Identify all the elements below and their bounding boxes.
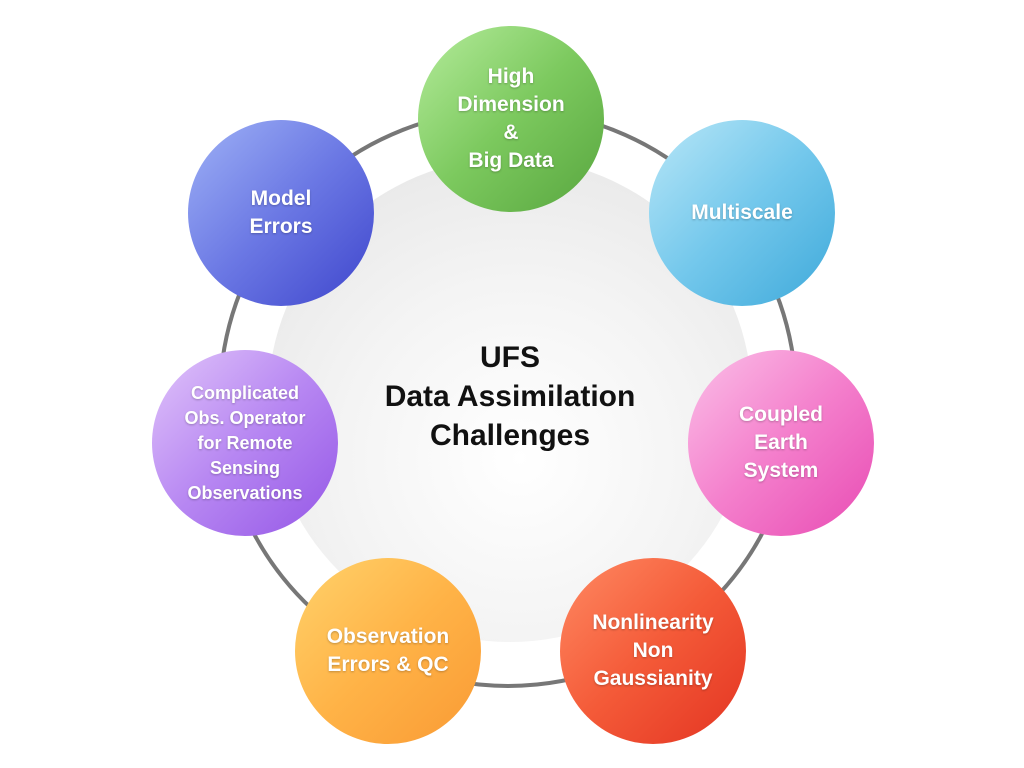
node-label-line: Observations: [187, 482, 303, 503]
node-label-line: Big Data: [468, 149, 554, 172]
node-label-line: &: [503, 121, 519, 144]
node-label-line: Complicated: [190, 382, 300, 403]
node-label-line: Obs. Operator: [184, 407, 306, 428]
center-title-line: Data Assimilation: [384, 380, 636, 413]
node-label-line: Nonlinearity: [592, 611, 714, 634]
node-label-line: Errors & QC: [327, 653, 449, 676]
node-complicated-obs-operator: Complicated Obs. Operator for Remote Sen…: [152, 350, 338, 536]
node-label-line: Sensing: [209, 457, 280, 478]
center-title-line: UFS: [480, 341, 540, 374]
node-model-errors: Model Errors: [188, 120, 374, 306]
node-multiscale: Multiscale: [649, 120, 835, 306]
node-label-line: High: [487, 65, 535, 88]
node-label-line: Dimension: [457, 93, 565, 116]
center-title: UFS Data Assimilation Challenges: [340, 338, 680, 455]
node-label-line: Gaussianity: [593, 667, 713, 690]
node-label-line: Errors: [249, 215, 313, 238]
node-observation-errors-qc: Observation Errors & QC: [295, 558, 481, 744]
node-label-line: Non: [632, 639, 674, 662]
node-nonlinearity-non-gaussianity: Nonlinearity Non Gaussianity: [560, 558, 746, 744]
node-label-line: Earth: [754, 431, 808, 454]
node-high-dimension-big-data: High Dimension & Big Data: [418, 26, 604, 212]
node-label-line: for Remote: [197, 432, 293, 453]
node-label-line: Observation: [326, 625, 450, 648]
center-title-line: Challenges: [429, 419, 591, 452]
node-label-line: Model: [250, 187, 312, 210]
node-label-line: Coupled: [739, 403, 823, 426]
node-label-line: System: [743, 459, 819, 482]
node-coupled-earth-system: Coupled Earth System: [688, 350, 874, 536]
node-label-line: Multiscale: [691, 201, 793, 224]
